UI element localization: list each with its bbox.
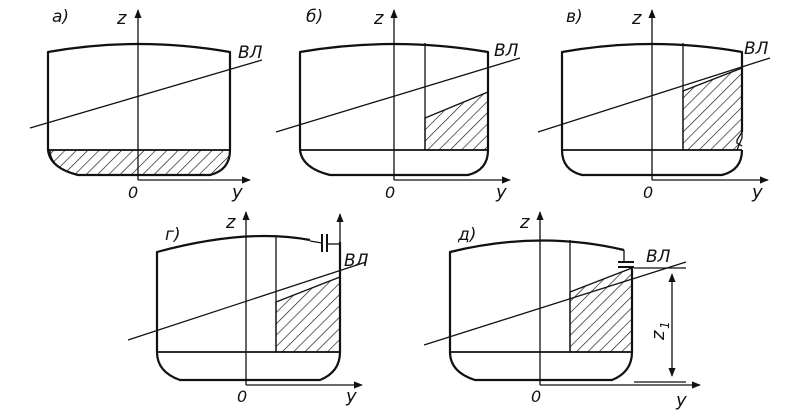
heeled-water-compartment: [424, 91, 489, 151]
origin-label: 0: [531, 387, 541, 406]
panel-label: г): [165, 225, 181, 245]
panel-label: д): [457, 225, 476, 245]
water-ballast-bottom: [49, 149, 231, 176]
waterline: [127, 261, 367, 341]
y-axis-label: y: [675, 390, 687, 411]
panel-label: а): [52, 7, 69, 27]
waterline: [537, 57, 771, 133]
waterline-label: ВЛ: [494, 41, 519, 61]
waterline: [29, 59, 263, 129]
z-axis-label: z: [519, 212, 530, 233]
panel-label: в): [566, 7, 583, 27]
heeled-water-compartment: [682, 67, 743, 151]
panel-b: б) z y 0 ВЛ: [275, 7, 521, 203]
z-axis-label: z: [373, 8, 384, 29]
hull-outline: [155, 234, 342, 382]
heeled-water-compartment: [569, 267, 633, 353]
hull-outline: [46, 42, 232, 177]
side-opening: [736, 131, 743, 147]
dimension-subscript: 1: [658, 321, 672, 329]
dimension-symbol: z: [648, 330, 669, 341]
hull-outline: [298, 42, 490, 177]
vent-pipe: [618, 250, 634, 268]
origin-label: 0: [237, 387, 247, 406]
origin-label: 0: [128, 183, 138, 202]
panel-d: д) z y 0 ВЛ z 1: [423, 211, 701, 411]
z-axis-label: z: [116, 8, 127, 29]
waterline: [275, 57, 521, 133]
dimension-label: z 1: [648, 321, 672, 341]
vent-pipe: [309, 213, 344, 252]
waterline-label: ВЛ: [344, 251, 369, 271]
y-axis-label: y: [495, 182, 507, 203]
panel-g: г) z y 0 ВЛ: [127, 211, 369, 407]
hull-outline: [448, 239, 634, 382]
panel-label: б): [306, 7, 323, 27]
waterline-label: ВЛ: [646, 247, 671, 267]
waterline: [423, 261, 687, 346]
y-axis-label: y: [345, 386, 357, 407]
y-axis-label: y: [751, 182, 763, 203]
panel-a: а) z y 0 ВЛ: [29, 7, 263, 203]
y-axis-label: y: [231, 182, 243, 203]
waterline-label: ВЛ: [744, 39, 769, 59]
origin-label: 0: [643, 183, 653, 202]
origin-label: 0: [385, 183, 395, 202]
z-axis-label: z: [225, 212, 236, 233]
panel-v: в) z y 0 ВЛ: [537, 7, 771, 203]
waterline-label: ВЛ: [238, 43, 263, 63]
z-axis-label: z: [631, 8, 642, 29]
